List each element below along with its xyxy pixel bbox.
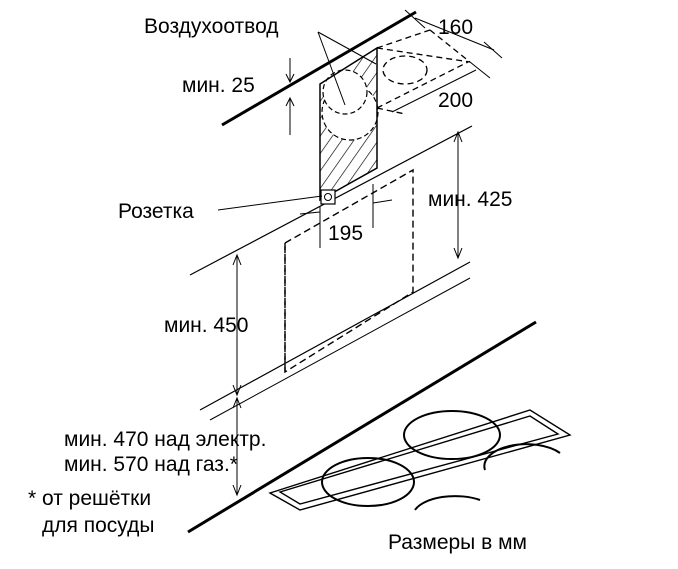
dim-min-470 — [232, 396, 242, 497]
cooktop — [268, 409, 572, 511]
air-duct-label: Воздухоотвод — [144, 15, 279, 38]
dim-min-25 — [285, 58, 295, 135]
dim-min-425 — [453, 130, 463, 260]
burner-back-left — [403, 410, 501, 460]
hood-outline — [284, 168, 414, 374]
duct-footprint — [376, 29, 471, 115]
footnote-line-2: для посуды — [42, 514, 154, 537]
dim-160-label: 160 — [438, 16, 473, 39]
worktop-line — [187, 320, 537, 534]
min-470-label: мин. 470 над электр. — [64, 428, 266, 451]
socket-icon — [320, 189, 336, 205]
footnote-line-1: * от решётки — [28, 487, 151, 510]
min-450-label: мин. 450 — [164, 314, 248, 337]
socket-label: Розетка — [118, 200, 194, 223]
air-duct-leader-2 — [317, 31, 377, 65]
min-570-label: мин. 570 над газ.* — [64, 453, 238, 476]
min-25-label: мин. 25 — [182, 74, 255, 97]
wall-edge-lower — [199, 261, 471, 411]
burner-back-right — [483, 443, 561, 471]
dim-200 — [391, 61, 491, 113]
burner-front-right — [414, 495, 481, 511]
min-425-label: мин. 425 — [428, 188, 512, 211]
units-label: Размеры в мм — [388, 531, 527, 554]
dim-min-450 — [209, 253, 471, 421]
chimney-cover — [319, 46, 379, 202]
dim-195-label: 195 — [328, 222, 363, 245]
dim-160 — [404, 9, 503, 59]
air-duct-leader-1 — [317, 31, 346, 106]
socket-leader — [217, 195, 323, 211]
burner-front-left — [321, 457, 415, 507]
ceiling-line — [221, 10, 417, 127]
dim-200-label: 200 — [438, 89, 473, 112]
dim-195 — [299, 184, 393, 248]
